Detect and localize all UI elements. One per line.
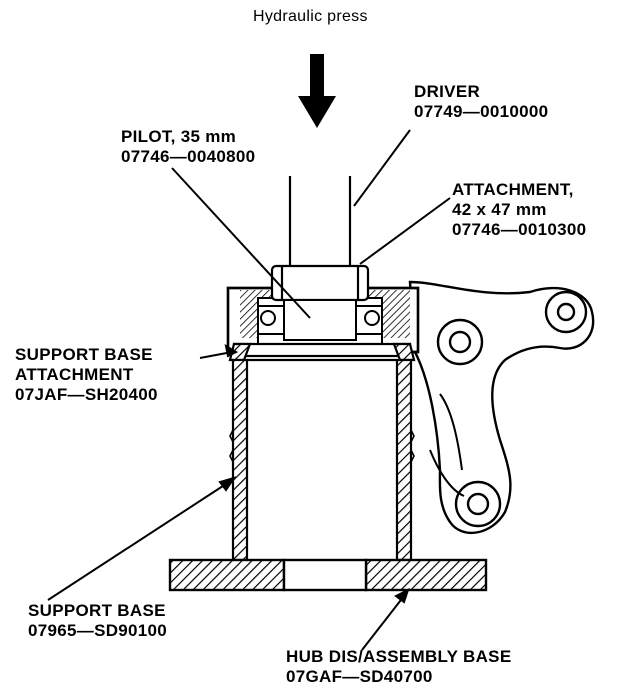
leader-driver bbox=[353, 129, 411, 207]
attachment-size: 42 x 47 mm bbox=[452, 200, 547, 219]
pilot-piece bbox=[283, 299, 357, 341]
leader-support-base bbox=[47, 483, 227, 601]
label-hub-base: HUB DIS/ASSEMBLY BASE 07GAF—SD40700 bbox=[286, 647, 511, 687]
support-base-attachment-ring bbox=[228, 342, 416, 362]
knuckle-bracket bbox=[408, 280, 595, 535]
label-driver: DRIVER 07749—0010000 bbox=[414, 82, 548, 122]
support-base-attachment-name-1: SUPPORT BASE bbox=[15, 345, 153, 364]
leader-pilot bbox=[171, 167, 311, 319]
press-arrow-icon bbox=[298, 54, 336, 128]
label-pilot: PILOT, 35 mm 07746—0040800 bbox=[121, 127, 255, 167]
diagram-title: Hydraulic press bbox=[253, 8, 368, 25]
label-support-base: SUPPORT BASE 07965—SD90100 bbox=[28, 601, 167, 641]
attachment-piece bbox=[270, 264, 370, 302]
hub-base-plate bbox=[168, 558, 488, 592]
attachment-name: ATTACHMENT, bbox=[452, 180, 574, 199]
hub-base-name: HUB DIS/ASSEMBLY BASE bbox=[286, 647, 512, 666]
driver-part-number: 07749—0010000 bbox=[414, 102, 549, 121]
pilot-name: PILOT, 35 mm bbox=[121, 127, 237, 146]
driver-name: DRIVER bbox=[414, 82, 481, 101]
leader-attachment bbox=[359, 197, 451, 265]
support-base-cylinder bbox=[229, 358, 415, 562]
label-support-base-attachment: SUPPORT BASE ATTACHMENT 07JAF—SH20400 bbox=[15, 345, 158, 405]
driver-shaft bbox=[288, 176, 352, 268]
support-base-attachment-part-number: 07JAF—SH20400 bbox=[15, 385, 158, 404]
leader-lines bbox=[47, 129, 451, 651]
attachment-part-number: 07746—0010300 bbox=[452, 220, 587, 239]
support-base-name: SUPPORT BASE bbox=[28, 601, 166, 620]
support-base-attachment-name-2: ATTACHMENT bbox=[15, 365, 134, 384]
hub-base-part-number: 07GAF—SD40700 bbox=[286, 667, 433, 686]
support-base-part-number: 07965—SD90100 bbox=[28, 621, 168, 640]
label-attachment: ATTACHMENT, 42 x 47 mm 07746—0010300 bbox=[452, 180, 586, 240]
pilot-part-number: 07746—0040800 bbox=[121, 147, 256, 166]
leader-hub-base bbox=[361, 595, 405, 651]
